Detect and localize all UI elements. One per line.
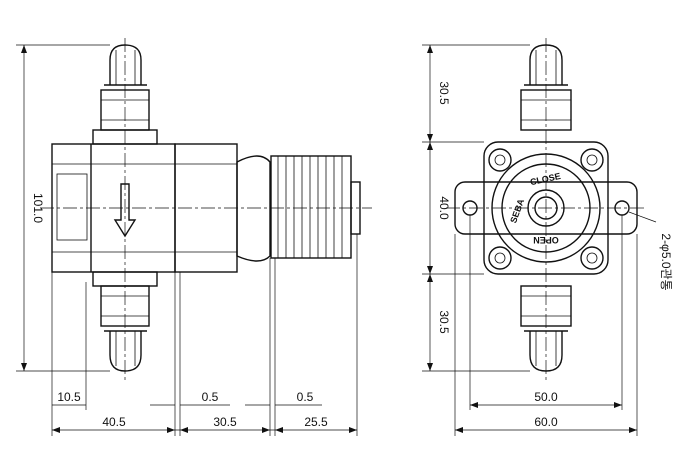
dim-body-length: 40.5 — [102, 415, 126, 429]
dim-knob-length: 25.5 — [304, 415, 328, 429]
front-dimensions — [16, 44, 358, 436]
dim-hole-spacing: 50.0 — [534, 390, 558, 404]
dim-left-flange: 10.5 — [57, 390, 81, 404]
dim-gap2: 0.5 — [297, 390, 314, 404]
side-dim-labels: 30.5 40.0 30.5 50.0 60.0 2-φ5.0관통 — [437, 81, 673, 429]
hole-note: 2-φ5.0관통 — [659, 233, 673, 290]
dim-gap1: 0.5 — [202, 390, 219, 404]
side-dimensions — [422, 44, 657, 436]
knob-brand-label: SEBA — [508, 197, 526, 224]
knob-close-label: CLOSE — [529, 171, 561, 187]
front-dim-labels: 101.0 10.5 40.5 0.5 30.5 0.5 25.5 — [31, 193, 328, 429]
dim-front-height: 101.0 — [31, 193, 45, 223]
dim-middle-length: 30.5 — [213, 415, 237, 429]
dim-side-mid: 40.0 — [437, 196, 451, 220]
dim-flange-width: 60.0 — [534, 415, 558, 429]
side-view: CLOSE OPEN SEBA — [446, 38, 646, 380]
dim-side-top: 30.5 — [437, 81, 451, 105]
dim-side-bottom: 30.5 — [437, 310, 451, 334]
front-view — [40, 38, 372, 380]
